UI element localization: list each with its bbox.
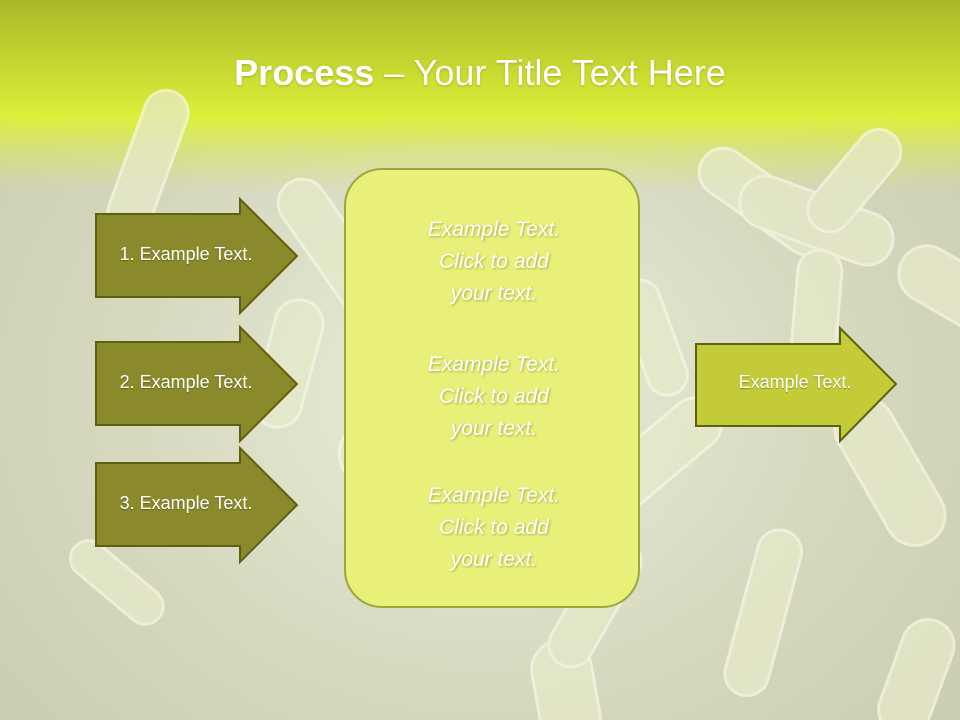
step-arrow-1[interactable] bbox=[95, 196, 299, 316]
center-block-2-line3: your text. bbox=[450, 417, 538, 440]
center-block-3-line1: Example Text. bbox=[427, 484, 561, 507]
slide-title: Process – Your Title Text Here bbox=[0, 52, 960, 94]
step-arrow-3[interactable] bbox=[95, 445, 299, 565]
step-label-1: 1. Example Text. bbox=[119, 244, 253, 264]
step-label-2: 2. Example Text. bbox=[119, 372, 253, 392]
center-block-1-line2: Click to add bbox=[439, 250, 549, 273]
center-block-3-line2: Click to add bbox=[439, 516, 549, 539]
center-block-1[interactable]: Example Text. Click to add your text. bbox=[346, 214, 642, 310]
step-label-3: 3. Example Text. bbox=[119, 493, 253, 513]
output-label: Example Text. bbox=[738, 372, 852, 392]
center-block-3-line3: your text. bbox=[450, 548, 538, 571]
center-text-box[interactable]: Example Text. Click to add your text. Ex… bbox=[344, 168, 640, 608]
step-arrow-2[interactable] bbox=[95, 324, 299, 444]
center-block-1-line1: Example Text. bbox=[427, 218, 561, 241]
center-block-1-line3: your text. bbox=[450, 282, 538, 305]
title-rest: – Your Title Text Here bbox=[374, 52, 726, 93]
center-block-2-line2: Click to add bbox=[439, 385, 549, 408]
output-arrow[interactable] bbox=[695, 325, 898, 444]
center-block-3[interactable]: Example Text. Click to add your text. bbox=[346, 480, 642, 576]
center-block-2[interactable]: Example Text. Click to add your text. bbox=[346, 349, 642, 445]
center-block-2-line1: Example Text. bbox=[427, 353, 561, 376]
title-bold: Process bbox=[234, 52, 375, 93]
